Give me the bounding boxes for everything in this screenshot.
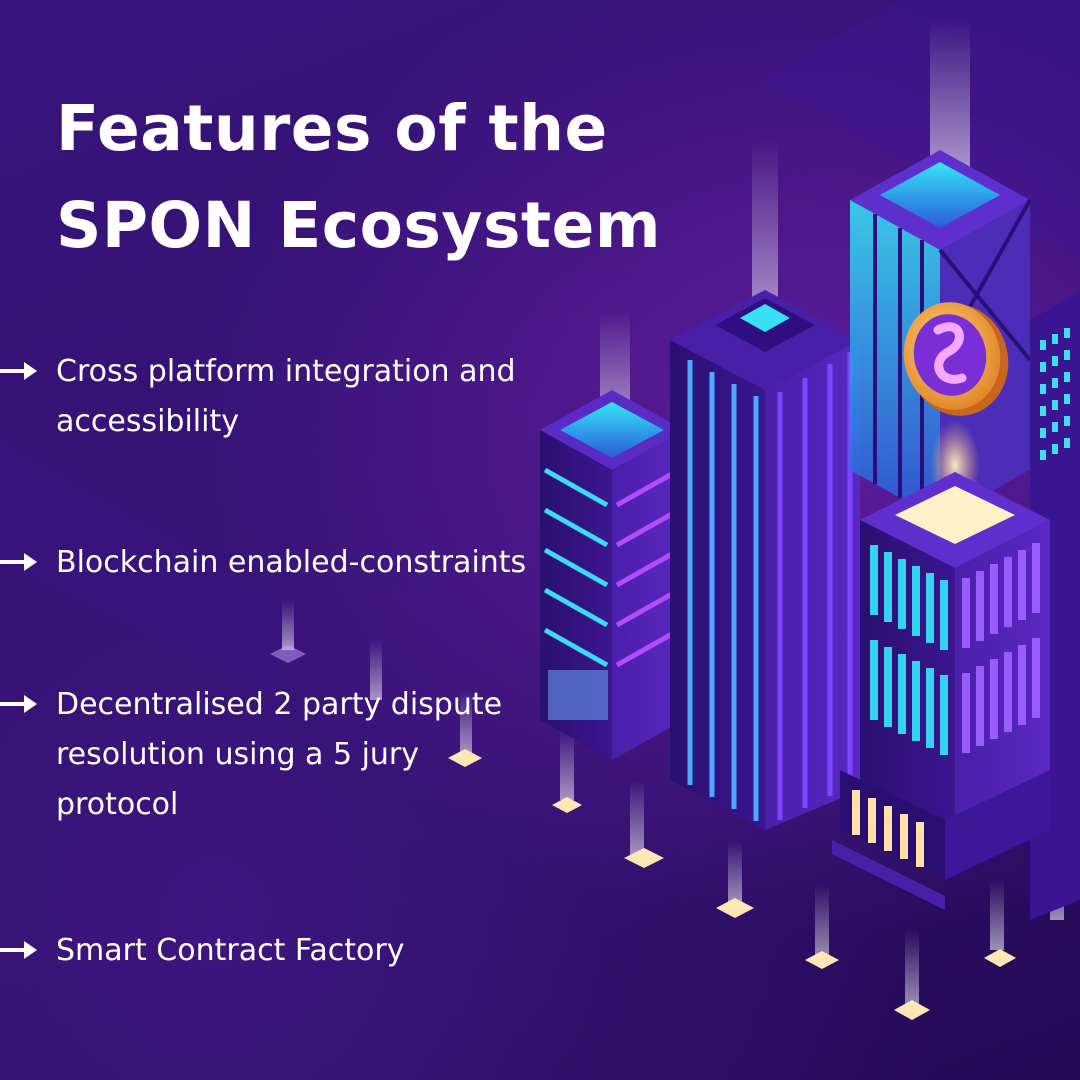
front-tower xyxy=(832,420,1050,910)
feature-line: protocol xyxy=(56,787,179,822)
coin-logo xyxy=(903,302,1009,416)
feature-line: Decentralised 2 party dispute xyxy=(56,687,503,722)
feature-item-smart-contract-factory: Smart Contract Factory xyxy=(0,926,404,976)
arrow-right-icon xyxy=(0,544,40,580)
page-title: Features of the SPON Ecosystem xyxy=(56,80,661,274)
center-tower xyxy=(670,140,860,830)
feature-line: Smart Contract Factory xyxy=(56,933,405,968)
feature-item-blockchain-constraints: Blockchain enabled-constraints xyxy=(0,538,526,588)
feature-text: Blockchain enabled-constraints xyxy=(56,538,526,588)
left-tower xyxy=(540,310,684,760)
feature-line: resolution using a 5 jury xyxy=(56,737,420,772)
feature-item-dispute-resolution: Decentralised 2 party dispute resolution… xyxy=(0,680,502,830)
arrow-right-icon xyxy=(0,353,40,389)
title-line-1: Features of the xyxy=(56,92,608,165)
feature-line: accessibility xyxy=(56,404,239,439)
title-line-2: SPON Ecosystem xyxy=(56,189,661,262)
feature-item-cross-platform: Cross platform integration and accessibi… xyxy=(0,347,516,447)
feature-line: Blockchain enabled-constraints xyxy=(56,545,527,580)
arrow-right-icon xyxy=(0,932,40,968)
feature-text: Smart Contract Factory xyxy=(56,926,404,976)
bg-band xyxy=(0,440,280,700)
feature-line: Cross platform integration and xyxy=(56,354,516,389)
feature-text: Cross platform integration and accessibi… xyxy=(56,347,516,447)
arrow-right-icon xyxy=(0,686,40,722)
feature-text: Decentralised 2 party dispute resolution… xyxy=(56,680,502,830)
